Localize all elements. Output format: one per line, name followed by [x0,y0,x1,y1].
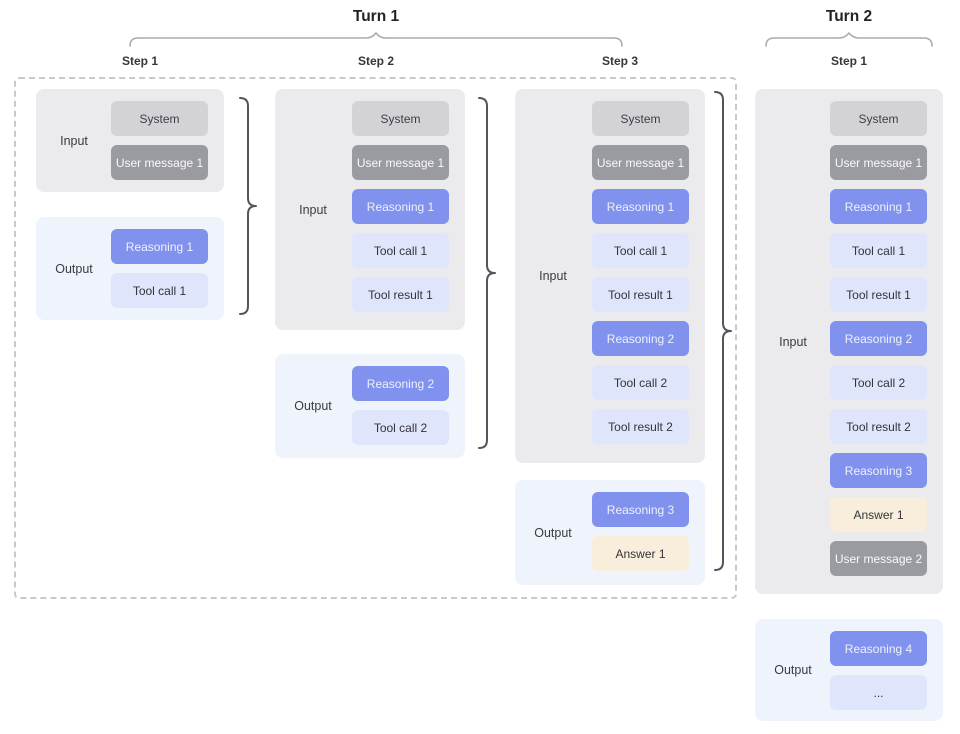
user-message-chip: User message 1 [111,145,208,180]
output-label: Output [294,399,332,413]
step3-to-turn2-brace [714,91,732,571]
tool-result-chip: Tool result 1 [830,277,927,312]
output-label: Output [774,663,812,677]
tool-call-chip: Tool call 1 [830,233,927,268]
turn2-step1-input-box: Input System User message 1 Reasoning 1 … [755,89,943,594]
turn-1-brace [129,32,623,47]
chip-stack: Reasoning 2 Tool call 2 [352,366,449,445]
answer-chip: Answer 1 [830,497,927,532]
input-label: Input [299,202,327,217]
tool-result-chip: Tool result 2 [592,409,689,444]
output-label: Output [55,261,93,276]
system-message-chip: System [592,101,689,136]
reasoning-chip: Reasoning 1 [830,189,927,224]
step-label: Step 3 [601,54,639,68]
step-label: Step 2 [357,54,395,68]
chip-stack: Reasoning 4 ... [830,631,927,710]
system-message-chip: System [111,101,208,136]
step-label: Step 1 [830,54,868,68]
tool-call-chip: Tool call 2 [352,410,449,445]
step-label: Step 1 [121,54,159,68]
reasoning-chip: Reasoning 2 [592,321,689,356]
step2-output-box: Output Reasoning 2 Tool call 2 [275,354,465,458]
chip-stack: System User message 1 Reasoning 1 Tool c… [830,101,927,576]
step3-output-box: Output Reasoning 3 Answer 1 [515,480,705,585]
reasoning-chip: Reasoning 1 [592,189,689,224]
chip-stack: System User message 1 Reasoning 1 Tool c… [592,101,689,444]
step2-to-step3-brace [478,97,496,449]
tool-call-chip: Tool call 1 [111,273,208,308]
input-label: Input [779,334,807,349]
user-message-chip: User message 2 [830,541,927,576]
step3-input-box: Input System User message 1 Reasoning 1 … [515,89,705,463]
turn-1-dashed-container [14,77,737,599]
ellipsis-chip: ... [830,675,927,710]
step2-input-box: Input System User message 1 Reasoning 1 … [275,89,465,330]
reasoning-chip: Reasoning 1 [111,229,208,264]
reasoning-chip: Reasoning 2 [830,321,927,356]
chip-stack: System User message 1 Reasoning 1 Tool c… [352,101,449,312]
tool-call-chip: Tool call 1 [592,233,689,268]
output-label: Output [534,525,572,540]
input-label: Input [60,133,88,148]
tool-result-chip: Tool result 1 [352,277,449,312]
turn-2-title: Turn 2 [825,8,873,25]
tool-call-chip: Tool call 2 [830,365,927,400]
reasoning-chip: Reasoning 2 [352,366,449,401]
answer-chip: Answer 1 [592,536,689,571]
reasoning-chip: Reasoning 4 [830,631,927,666]
turn-1-title: Turn 1 [352,8,400,25]
step1-output-box: Output Reasoning 1 Tool call 1 [36,217,224,320]
turn-2-brace [765,32,933,47]
system-message-chip: System [830,101,927,136]
chip-stack: Reasoning 1 Tool call 1 [111,229,208,308]
turn2-step1-output-box: Output Reasoning 4 ... [755,619,943,721]
input-label: Input [539,269,567,283]
user-message-chip: User message 1 [592,145,689,180]
system-message-chip: System [352,101,449,136]
tool-result-chip: Tool result 1 [592,277,689,312]
tool-call-chip: Tool call 2 [592,365,689,400]
chip-stack: Reasoning 3 Answer 1 [592,492,689,571]
step1-input-box: Input System User message 1 [36,89,224,192]
reasoning-chip: Reasoning 3 [592,492,689,527]
tool-result-chip: Tool result 2 [830,409,927,444]
user-message-chip: User message 1 [352,145,449,180]
reasoning-chip: Reasoning 3 [830,453,927,488]
reasoning-chip: Reasoning 1 [352,189,449,224]
chip-stack: System User message 1 [111,101,208,180]
step1-to-step2-brace [239,97,257,315]
tool-call-chip: Tool call 1 [352,233,449,268]
user-message-chip: User message 1 [830,145,927,180]
